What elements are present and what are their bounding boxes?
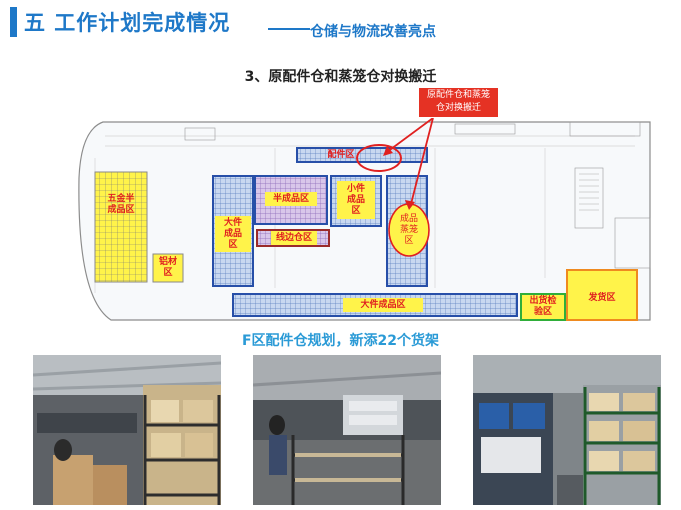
- zone-inspection-line-2: 验区: [533, 307, 552, 317]
- zone-line-side: 线边仓区: [271, 231, 317, 245]
- zone-aluminum-line-2: 区: [163, 268, 173, 278]
- warehouse-photo-1-image: [33, 355, 221, 505]
- zone-hardware-line-2: 成品区: [107, 205, 135, 215]
- zone-finished-steam-basket: 成品 蒸笼 区: [393, 210, 425, 250]
- zone-small-finished-line-3: 区: [351, 205, 361, 216]
- callout-line-2: 仓对换搬迁: [435, 103, 481, 113]
- zone-finished-line-2: 蒸笼: [399, 224, 418, 235]
- section-heading: 3、原配件仓和蒸笼仓对换搬迁: [244, 69, 437, 85]
- zone-small-finished-line-1: 小件: [346, 183, 365, 194]
- zone-finished-line-3: 区: [404, 235, 414, 246]
- warehouse-photo-3-image: [473, 355, 661, 505]
- slide-subtitle: 仓储与物流改善亮点: [310, 24, 436, 40]
- zone-finished-line-1: 成品: [399, 213, 418, 224]
- warehouse-photo-2-image: [253, 355, 441, 505]
- shelving-caption: F区配件仓规划，新添22个货架: [241, 333, 440, 349]
- zone-outbound-inspection: 出货检 验区: [521, 295, 565, 319]
- zone-parts: 配件区: [327, 149, 355, 160]
- callout-line-1: 原配件仓和蒸笼: [426, 90, 490, 100]
- zone-large-finished-line-2: 成品: [223, 228, 242, 239]
- zone-hardware-line-1: 五金半: [107, 194, 135, 204]
- zone-small-finished-line-2: 成品: [346, 194, 365, 205]
- title-accent-bar: [10, 7, 17, 37]
- zone-inspection-line-1: 出货检: [529, 296, 557, 306]
- zone-large-finished-bottom: 大件成品区: [343, 298, 423, 312]
- zone-small-finished: 小件 成品 区: [337, 181, 375, 219]
- zone-aluminum: 铝材 区: [153, 256, 183, 280]
- zone-large-finished-vertical: 大件 成品 区: [215, 216, 251, 252]
- zone-aluminum-line-1: 铝材: [158, 257, 177, 267]
- zone-hardware-semi-finished: 五金半 成品区: [95, 190, 147, 220]
- subtitle-rule: [268, 28, 310, 30]
- zone-semi-finished: 半成品区: [265, 192, 317, 206]
- zone-large-finished-line-1: 大件: [223, 217, 242, 228]
- relocation-callout: 原配件仓和蒸笼 仓对换搬迁: [419, 88, 498, 117]
- zone-large-finished-line-3: 区: [228, 239, 238, 250]
- slide-title: 五 工作计划完成情况: [24, 11, 231, 35]
- warehouse-photo-1: [33, 355, 221, 505]
- warehouse-floor-plan: 配件区 五金半 成品区 铝材 区 大件 成品 区 半成品区 小件 成品 区 成品…: [75, 118, 655, 326]
- warehouse-photo-2: [253, 355, 441, 505]
- warehouse-photo-3: [473, 355, 661, 505]
- zone-shipping: 发货区: [588, 292, 616, 303]
